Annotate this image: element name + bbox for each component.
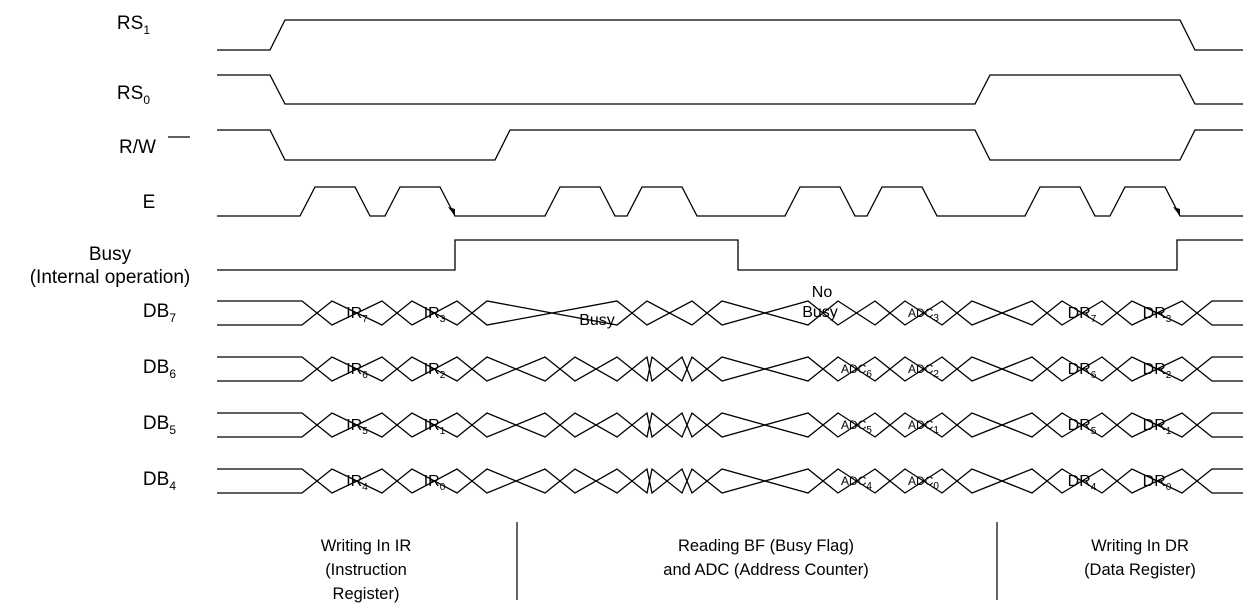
bus-value-db4-0: IR4 [346,473,368,493]
label-e: E [143,192,156,213]
label-rs1: RS1 [117,13,150,37]
bus-value-db5-0: IR5 [346,417,368,437]
bus-value-db6-3: ADC2 [908,362,939,380]
bus-value-db7-0: IR7 [346,305,368,325]
label-rw: R/W [119,137,156,158]
phase-ir-line3: Register) [333,585,400,603]
bus-value-db7-3-line1: No [812,284,833,301]
bus-edge-bottom-db7 [217,300,1243,326]
phase-bf-line1: Reading BF (Busy Flag) [678,537,854,555]
phase-ir-line2: (Instruction [325,561,407,579]
label-rw-bar: W [138,137,156,158]
label-db5: DB5 [143,413,176,437]
wave-rw [217,129,1243,161]
phase-dr-line2: (Data Register) [1084,561,1196,579]
bus-value-db6-0: IR6 [346,361,368,381]
arrows [448,207,1180,216]
phase-bf-line2: and ADC (Address Counter) [663,561,868,579]
bus-edge-bottom-db5 [217,411,1243,439]
label-rs0: RS0 [117,83,150,107]
bus-value-db4-4: DR4 [1068,473,1097,493]
bus-value-db5-4: DR5 [1068,417,1097,437]
bus-value-db4-5: DR0 [1143,473,1172,493]
bus-value-db4-3: ADC0 [908,474,939,492]
phase-ir-line1: Writing In IR [321,537,412,555]
bus-value-db7-2: Busy [579,312,615,329]
bus-value-db4-2: ADC4 [841,474,872,492]
bus-value-db7-5: DR7 [1068,305,1097,325]
phase-dr-line1: Writing In DR [1091,537,1189,555]
bus-value-db4-1: IR0 [424,473,446,493]
bus-value-db6-5: DR2 [1143,361,1172,381]
bus-value-db6-4: DR6 [1068,361,1097,381]
bus-waveforms [217,300,1243,495]
bus-value-db7-1: IR3 [424,305,446,325]
bus-value-db7-6: DR3 [1143,305,1172,325]
label-db7: DB7 [143,301,176,325]
bus-edge-bottom-db6 [217,355,1243,383]
control-waveforms [217,19,1243,271]
bus-edge-bottom-db4 [217,467,1243,495]
wave-busy [217,239,1243,271]
bus-value-db6-2: ADC6 [841,362,872,380]
label-db4: DB4 [143,469,176,493]
bus-value-db5-1: IR1 [424,417,446,437]
wave-rs1 [217,19,1243,51]
label-busy: Busy [89,244,132,265]
bus-value-db7-3-line2: Busy [802,304,838,321]
signal-labels: RS1 RS0 R/W E Busy (Internal operation) … [30,13,191,493]
bus-value-db7-4: ADC3 [908,306,939,324]
label-busy-sub: (Internal operation) [30,267,191,288]
bus-value-db5-5: DR1 [1143,417,1172,437]
bus-value-db5-3: ADC1 [908,418,939,436]
arrow-head-dr [1173,207,1180,216]
phase-section: Writing In IR (Instruction Register) Rea… [321,522,1196,603]
bus-value-db6-1: IR2 [424,361,446,381]
label-db6: DB6 [143,357,176,381]
wave-e [217,186,1243,217]
bus-value-db5-2: ADC5 [841,418,872,436]
arrow-head-ir [448,207,455,216]
wave-rs0 [217,74,1243,105]
